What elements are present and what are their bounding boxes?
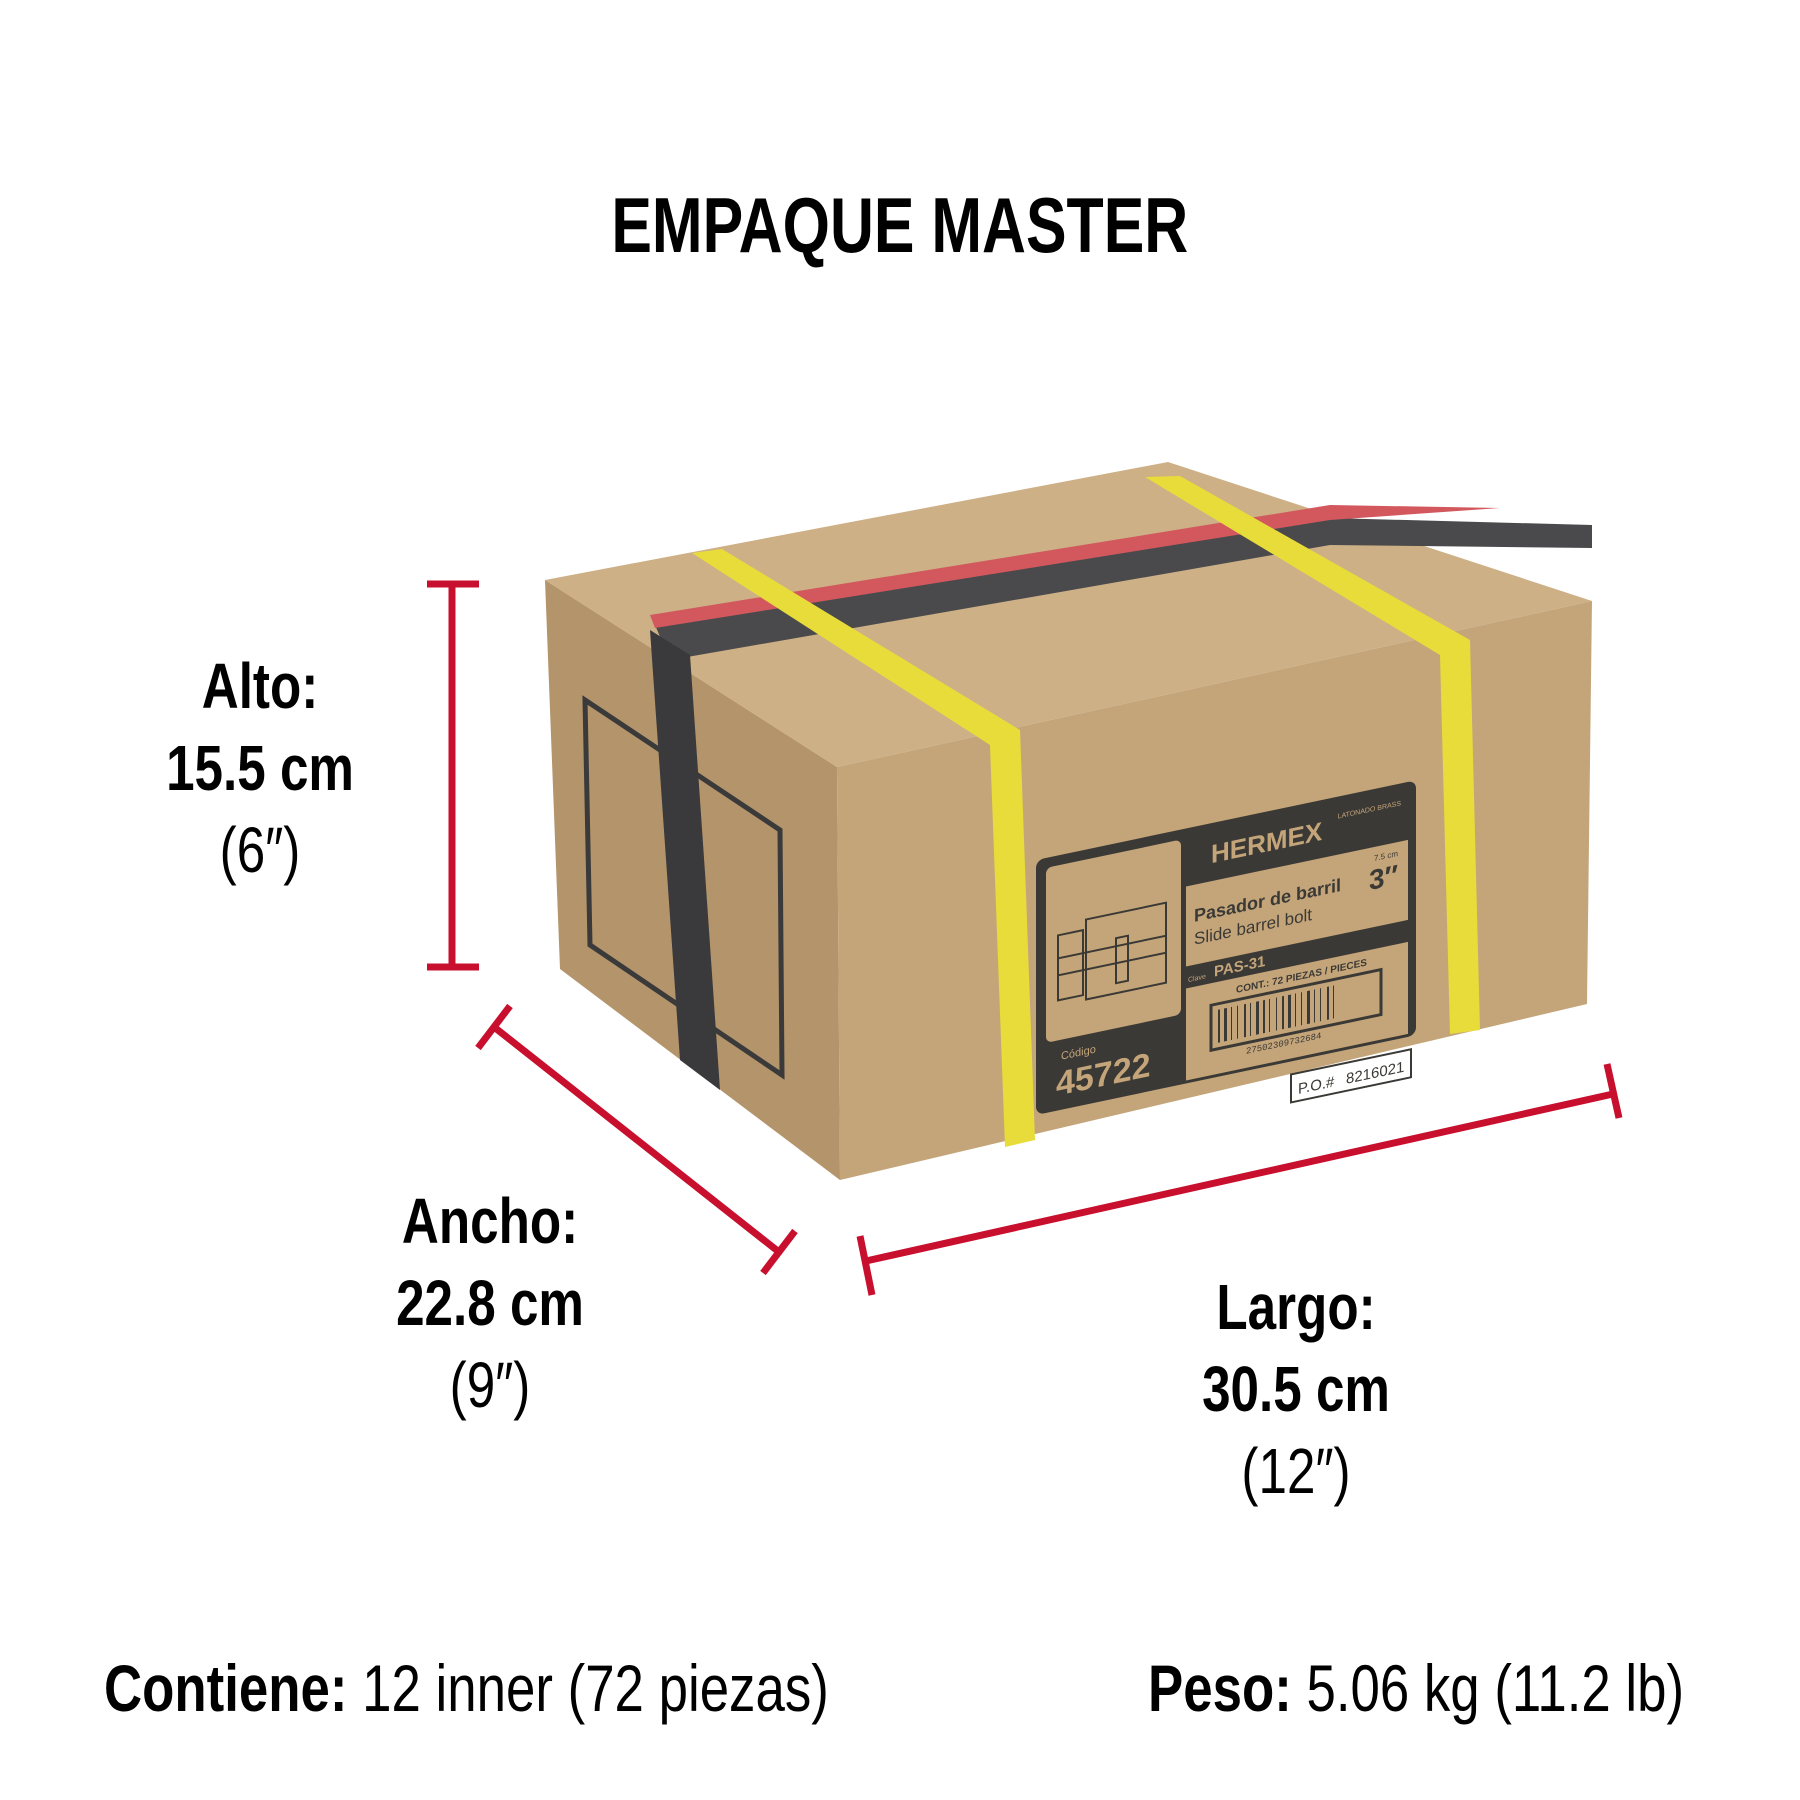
weight-value: 5.06 kg (11.2 lb) [1306, 1651, 1685, 1725]
barcode-bar [1269, 998, 1270, 1033]
barcode-bar [1295, 993, 1296, 1027]
weight-info: Peso: 5.06 kg (11.2 lb) [1148, 1650, 1684, 1726]
length-imperial: (12″) [1241, 1435, 1351, 1507]
barcode-bar [1244, 1003, 1246, 1038]
barcode-bar [1333, 985, 1334, 1019]
barcode-bar [1320, 988, 1321, 1022]
length-metric: 30.5 cm [1202, 1353, 1390, 1425]
height-metric: 15.5 cm [166, 732, 354, 804]
packing-tape-side [650, 630, 720, 1090]
width-metric: 22.8 cm [396, 1267, 584, 1339]
contents-label: Contiene: [104, 1651, 348, 1725]
width-dimension-line [491, 1024, 782, 1255]
barcode-bar [1314, 989, 1315, 1023]
length-label: Largo: 30.5 cm (12″) [1096, 1266, 1496, 1512]
contents-info: Contiene: 12 inner (72 piezas) [104, 1650, 829, 1726]
strap-right [1145, 476, 1480, 1034]
barcode-bar [1263, 999, 1265, 1034]
contents-value: 12 inner (72 piezas) [362, 1651, 829, 1725]
length-title: Largo: [1216, 1271, 1376, 1343]
length-dimension-line [865, 1090, 1614, 1265]
barcode-bar [1231, 1006, 1232, 1041]
width-label: Ancho: 22.8 cm (9″) [290, 1180, 690, 1426]
height-imperial: (6″) [219, 814, 301, 886]
po-value: 8216021 [1346, 1059, 1404, 1088]
height-title: Alto: [201, 650, 319, 722]
width-imperial: (9″) [449, 1349, 531, 1421]
barcode-bar [1327, 986, 1329, 1020]
barcode [1209, 967, 1383, 1053]
barcode-bar [1250, 1002, 1251, 1037]
barcode-bar [1224, 1007, 1227, 1042]
size-text: 3″ [1369, 858, 1398, 896]
barcode-bar [1218, 1009, 1220, 1043]
page-title: EMPAQUE MASTER [611, 181, 1189, 269]
barcode-bar [1301, 992, 1302, 1026]
barcode-bar [1307, 990, 1310, 1025]
strap-left [692, 549, 1035, 1147]
barcode-bar [1237, 1005, 1238, 1039]
height-label: Alto: 15.5 cm (6″) [60, 645, 460, 891]
packing-tape [655, 518, 1592, 660]
box-front-label: HERMEX LATONADO BRASS Pasador de barril … [1036, 781, 1416, 1114]
barcode-bar [1276, 997, 1277, 1031]
width-title: Ancho: [401, 1185, 579, 1257]
barcode-bar [1288, 994, 1291, 1029]
barcode-bar [1256, 1001, 1259, 1035]
clave-label: Clave [1188, 973, 1206, 984]
barrel-bolt-drawing [1057, 901, 1167, 1002]
weight-label: Peso: [1148, 1651, 1292, 1725]
barcode-bar [1282, 995, 1284, 1030]
box-side-label [582, 695, 785, 1080]
